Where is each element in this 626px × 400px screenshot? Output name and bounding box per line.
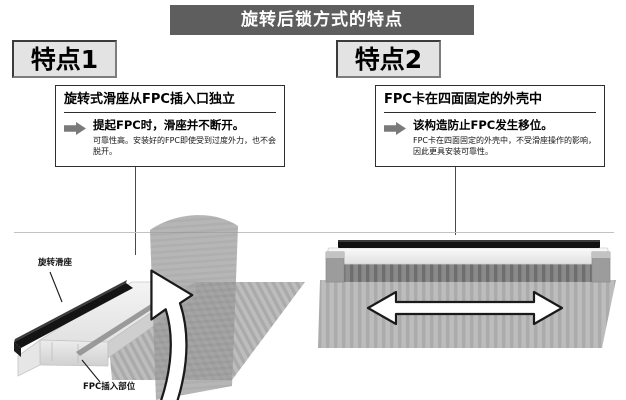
- feature-badge-2: 特点2: [336, 40, 441, 78]
- feature-1-leader-line: [135, 167, 136, 255]
- feature-2-note: FPC卡在四面固定的外壳中，不受滑座操作的影响，因此更具安装可靠性。: [413, 135, 597, 156]
- feature-1-info-box: 旋转式滑座从FPC插入口独立 提起FPC时，滑座并不断开。 可靠性高。安装好的F…: [55, 85, 285, 167]
- right-arrow-icon: [64, 120, 86, 135]
- fpc-ribbon-under-connector: [342, 262, 594, 282]
- horizon-rule: [14, 232, 614, 233]
- page-title-banner: 旋转后锁方式的特点: [170, 5, 474, 35]
- fpc-insertion-label: FPC插入部位: [83, 382, 136, 392]
- feature-badge-2-label: 特点2: [354, 44, 423, 74]
- feature-2-texts: 该构造防止FPC发生移位。 FPC卡在四面固定的外壳中，不受滑座操作的影响，因此…: [413, 117, 597, 158]
- feature-1-body: 提起FPC时，滑座并不断开。 可靠性高。安装好的FPC即使受到过度外力，也不会脱…: [64, 113, 276, 158]
- four-sided-housing-connector-diagram: [310, 190, 626, 400]
- rotating-actuator-connector-diagram: [0, 190, 313, 400]
- feature-1-heading: 旋转式滑座从FPC插入口独立: [64, 92, 276, 113]
- rotating-slider-bar: [14, 280, 133, 357]
- feature-2-info-box: FPC卡在四面固定的外壳中 该构造防止FPC发生移位。 FPC卡在四面固定的外壳…: [375, 85, 605, 167]
- curved-up-arrow-icon: [150, 269, 194, 400]
- feature-2-sub: 该构造防止FPC发生移位。: [413, 117, 553, 132]
- feature-badge-1: 特点1: [12, 40, 117, 78]
- right-arrow-icon: [384, 120, 406, 135]
- feature-2-body: 该构造防止FPC发生移位。 FPC卡在四面固定的外壳中，不受滑座操作的影响，因此…: [384, 113, 596, 158]
- rotating-slider-label: 旋转滑座: [38, 258, 73, 268]
- double-headed-horizontal-arrow-icon: [366, 290, 564, 326]
- feature-2-heading: FPC卡在四面固定的外壳中: [384, 92, 596, 113]
- feature-1-sub: 提起FPC时，滑座并不断开。: [93, 117, 245, 132]
- rotating-slider-bar: [338, 240, 600, 248]
- feature-2-leader-line: [455, 167, 456, 235]
- feature-1-note: 可靠性高。安装好的FPC即使受到过度外力，也不会脱开。: [93, 135, 277, 156]
- page-title: 旋转后锁方式的特点: [241, 9, 403, 30]
- feature-badge-1-label: 特点1: [30, 44, 99, 74]
- feature-1-texts: 提起FPC时，滑座并不断开。 可靠性高。安装好的FPC即使受到过度外力，也不会脱…: [93, 117, 277, 158]
